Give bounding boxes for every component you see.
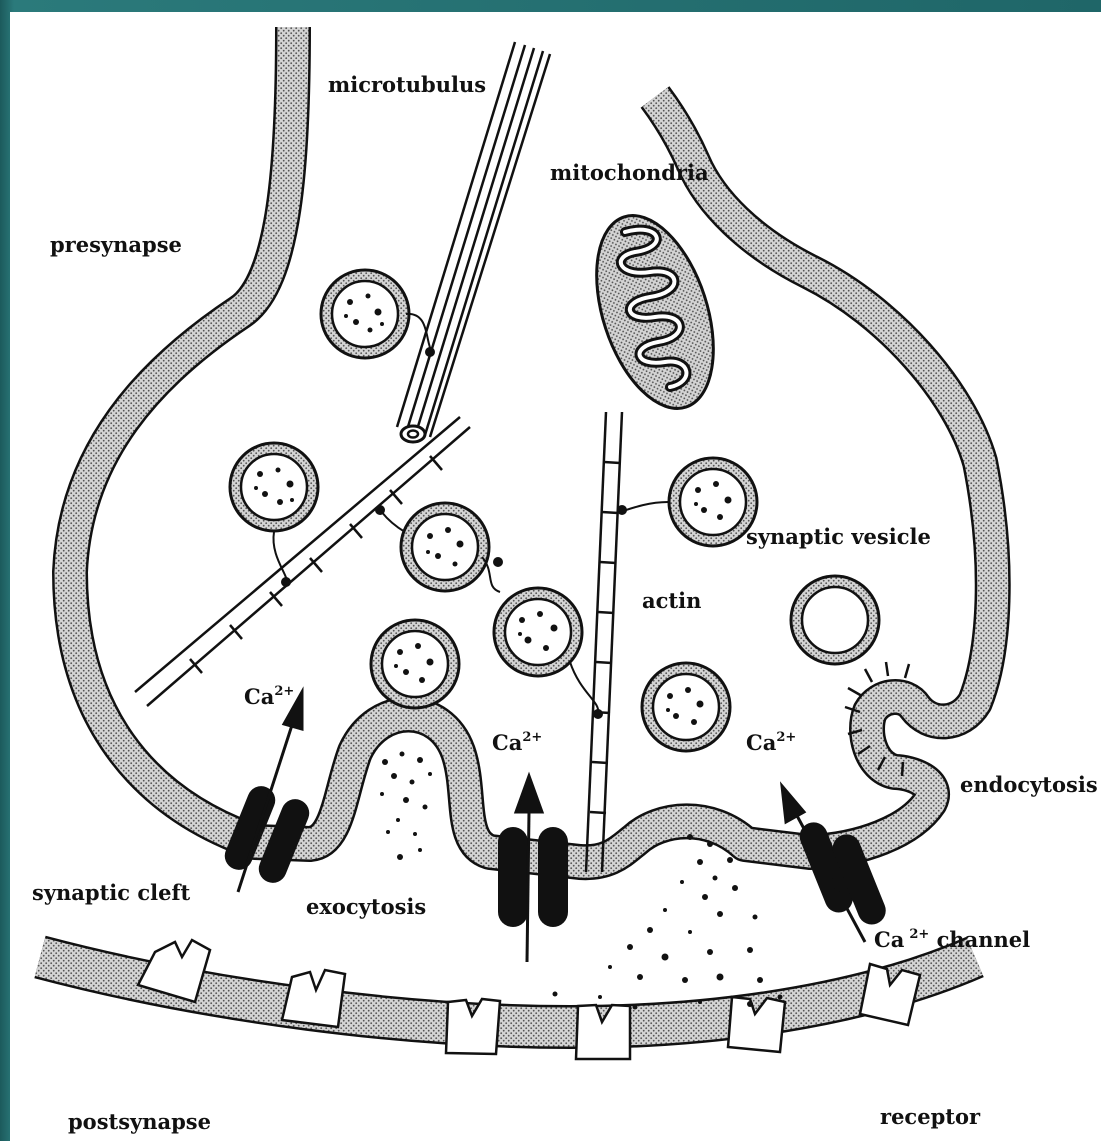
ca-channel-center-a: [498, 827, 528, 927]
vesicle-6: [669, 458, 757, 546]
label-exocytosis: exocytosis: [306, 894, 426, 919]
microtubulus: [397, 42, 550, 442]
vesicle-4: [494, 588, 582, 676]
label-synaptic-cleft: synaptic cleft: [32, 880, 191, 905]
mitochondria: [575, 201, 736, 423]
ca-channel-center-b: [538, 827, 568, 927]
receptor-2: [282, 970, 345, 1027]
synaptic-vesicles: [230, 270, 879, 751]
label-synaptic-vesicle: synaptic vesicle: [746, 524, 931, 549]
diagram-canvas: microtubulus mitochondria presynapse syn…: [10, 12, 1101, 1141]
label-ca-ion-center: Ca2+: [492, 730, 542, 755]
label-actin: actin: [642, 588, 701, 613]
vesicle-5: [371, 620, 459, 708]
vesicle-3: [401, 503, 489, 591]
label-presynapse: presynapse: [50, 232, 182, 257]
label-ca-ion-right: Ca2+: [746, 730, 796, 755]
vesicle-7: [642, 663, 730, 751]
actin-filament-center: [586, 412, 622, 872]
synapse-diagram: microtubulus mitochondria presynapse syn…: [10, 12, 1101, 1141]
exocytosis-dots-left: [380, 752, 432, 861]
label-endocytosis: endocytosis: [960, 772, 1098, 797]
label-microtubulus: microtubulus: [328, 72, 486, 97]
vesicle-1: [321, 270, 409, 358]
label-receptor: receptor: [880, 1104, 981, 1129]
label-ca-ion-left: Ca2+: [244, 684, 294, 709]
label-mitochondria: mitochondria: [550, 160, 709, 185]
vesicle-2: [230, 443, 318, 531]
vesicle-empty: [791, 576, 879, 664]
label-postsynapse: postsynapse: [68, 1109, 211, 1134]
